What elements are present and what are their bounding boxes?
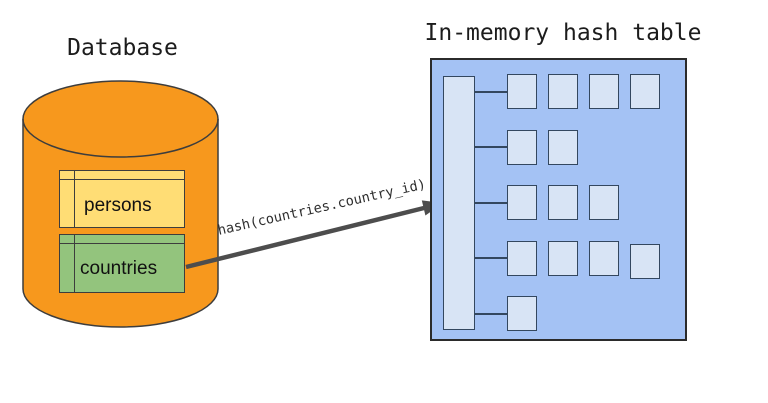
hash-bucket-connector (475, 312, 507, 315)
hash-cell (630, 74, 660, 109)
hash-cell (548, 185, 578, 221)
hash-arrow-line (185, 205, 425, 270)
table-countries-label: countries (80, 258, 158, 279)
table-countries-column-line (73, 235, 75, 292)
hash-bucket-row (432, 240, 685, 281)
hash-cell (630, 243, 660, 279)
hash-bucket-row (432, 296, 685, 336)
hash-cell (507, 296, 537, 332)
database-cylinder-rim (22, 118, 219, 158)
hash-cell (507, 129, 537, 165)
hash-table-panel (430, 58, 687, 341)
table-persons-header-line (60, 178, 184, 180)
hash-cell (548, 74, 578, 109)
hash-cell (507, 240, 537, 276)
hash-cell (589, 74, 619, 109)
hash-cell (507, 74, 537, 109)
hash-cell (589, 185, 619, 221)
table-persons-column-line (73, 171, 75, 227)
hash-bucket-row (432, 74, 685, 114)
hash-bucket-connector (475, 257, 507, 260)
hash-cell (548, 240, 578, 276)
table-persons: persons (59, 170, 185, 228)
hash-cell (589, 240, 619, 276)
table-countries-header-line (60, 242, 184, 244)
hash-bucket-row (432, 185, 685, 225)
table-countries: countries (59, 234, 185, 293)
hash-bucket-connector (475, 90, 507, 93)
hash-bucket-array (443, 76, 475, 330)
database-title: Database (67, 35, 178, 61)
hash-bucket-connector (475, 146, 507, 149)
table-persons-label: persons (84, 195, 152, 216)
hash-cell (548, 129, 578, 165)
hash-bucket-row (432, 129, 685, 170)
hash-cell (507, 185, 537, 221)
hash-bucket-connector (475, 201, 507, 204)
hash-table-title: In-memory hash table (424, 20, 702, 46)
